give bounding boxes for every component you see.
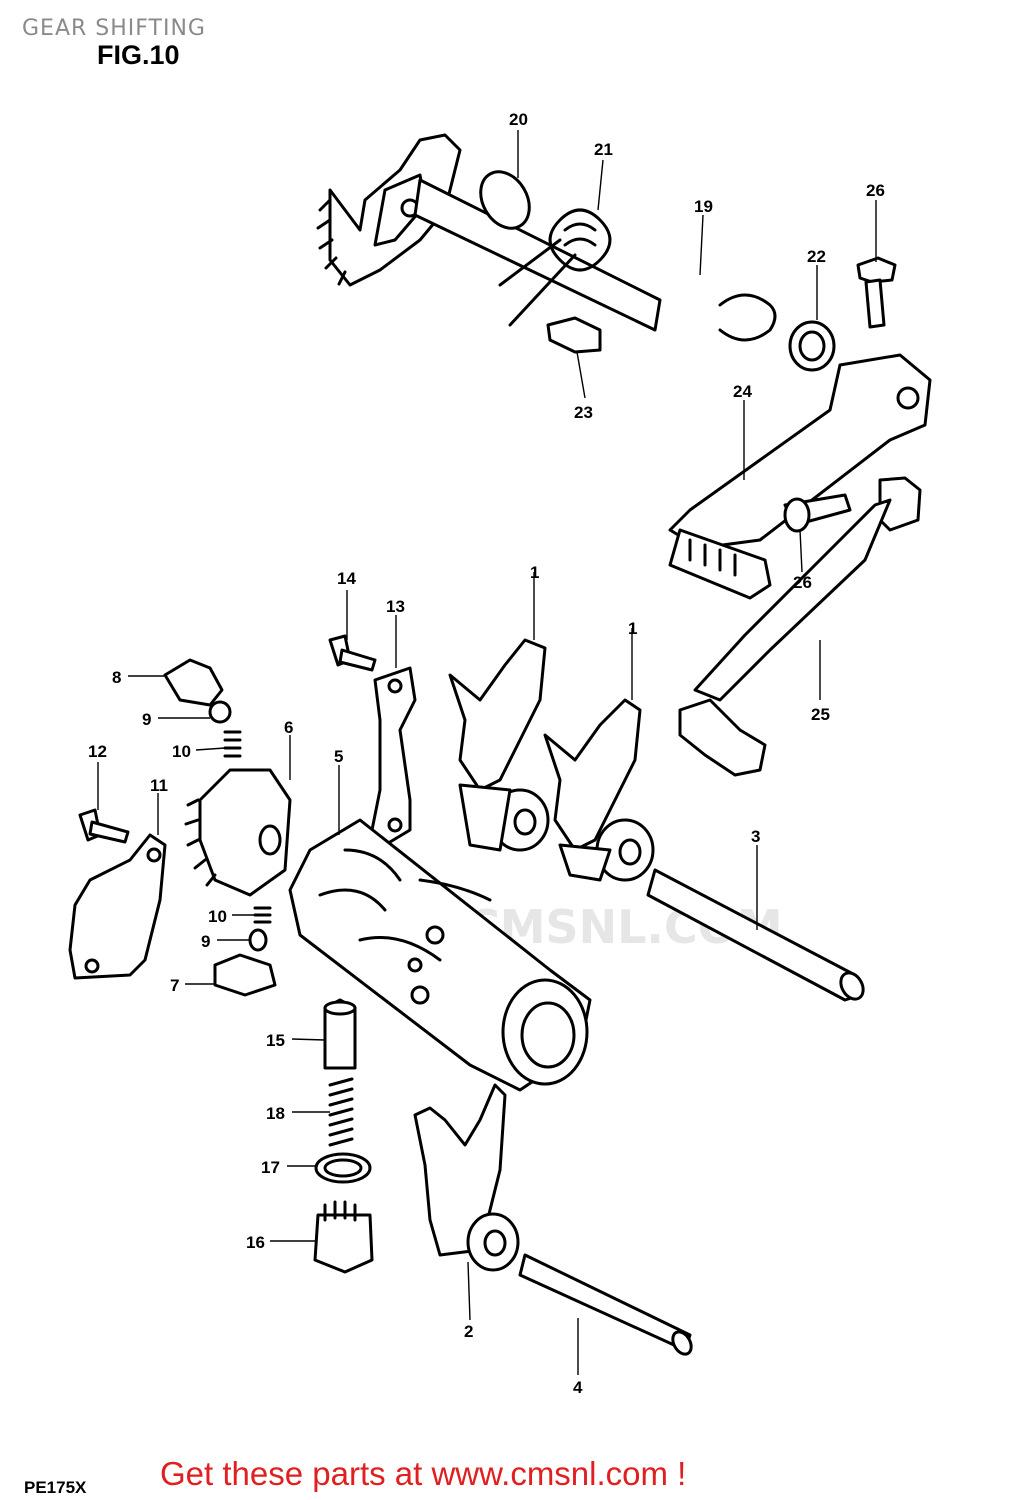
- label-18: 18: [266, 1104, 285, 1123]
- label-26-top: 26: [866, 181, 885, 200]
- leader-lines: [97, 130, 877, 1375]
- label-16: 16: [246, 1233, 265, 1252]
- shift-shaft-assembly: [316, 133, 897, 372]
- label-11: 11: [150, 776, 168, 795]
- label-24: 24: [733, 382, 752, 401]
- label-2: 2: [464, 1322, 473, 1341]
- label-7: 7: [170, 976, 179, 995]
- model-code: PE175X: [24, 1478, 87, 1497]
- shift-cam-drum: [288, 818, 592, 1092]
- label-13: 13: [386, 597, 405, 616]
- label-9-top: 9: [142, 710, 151, 729]
- label-1-right: 1: [628, 619, 637, 638]
- stopper-plate: [328, 634, 417, 847]
- promo-link[interactable]: Get these parts at www.cmsnl.com !: [160, 1455, 687, 1492]
- label-10-top: 10: [172, 742, 191, 761]
- label-20: 20: [509, 110, 528, 129]
- label-14: 14: [337, 569, 356, 588]
- label-10-bottom: 10: [208, 907, 227, 926]
- label-26-mid: 26: [793, 573, 812, 592]
- label-22: 22: [807, 247, 826, 266]
- label-4: 4: [573, 1378, 583, 1397]
- shift-forks: [448, 638, 655, 882]
- diagram-header: GEAR SHIFTING: [22, 16, 206, 41]
- part-labels: 20 21 19 26 22 23 24 26 25 14 13 1 1 8 9…: [88, 110, 885, 1397]
- figure-number: FIG.10: [97, 40, 180, 70]
- cam-stopper-parts: [68, 658, 292, 997]
- label-9-bottom: 9: [201, 932, 210, 951]
- shift-lever-assembly: [668, 353, 932, 777]
- label-23: 23: [574, 403, 593, 422]
- label-3: 3: [751, 827, 760, 846]
- parts-diagram: 20 21 19 26 22 23 24 26 25 14 13 1 1 8 9…: [68, 110, 932, 1397]
- lower-parts: [313, 998, 693, 1356]
- label-6: 6: [284, 718, 293, 737]
- label-8: 8: [112, 668, 121, 687]
- label-21: 21: [594, 140, 613, 159]
- label-17: 17: [261, 1158, 280, 1177]
- label-19: 19: [694, 197, 713, 216]
- label-1-left: 1: [530, 563, 539, 582]
- label-12: 12: [88, 742, 107, 761]
- label-15: 15: [266, 1031, 285, 1050]
- label-5: 5: [334, 747, 343, 766]
- label-25: 25: [811, 705, 830, 724]
- fork-shaft-long: [646, 868, 865, 1002]
